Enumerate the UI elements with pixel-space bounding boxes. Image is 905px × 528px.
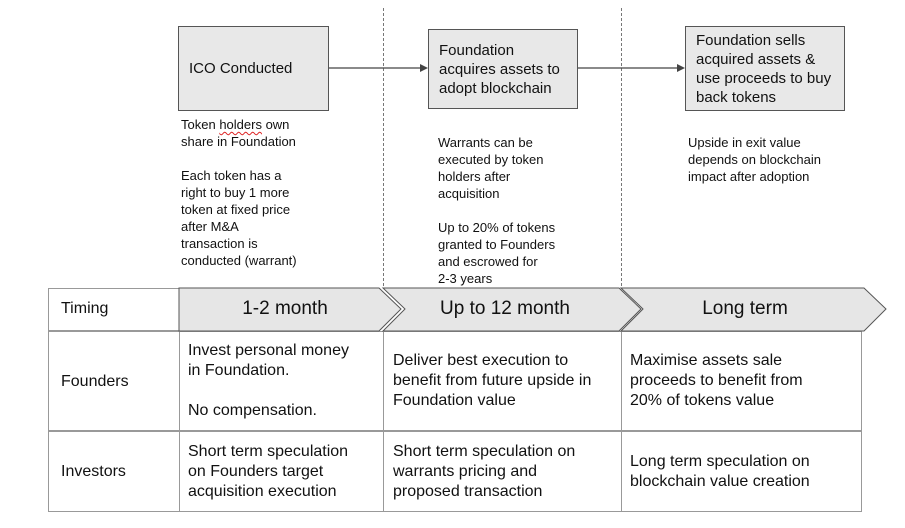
investors-text-2: Short term speculation on warrants prici… [393, 443, 576, 500]
founders-cell-2 [383, 331, 622, 431]
divider-1 [383, 8, 384, 286]
timing-chevron-1 [178, 287, 402, 332]
stage-label: Foundation sells acquired assets & use p… [696, 31, 832, 106]
founders-text-2: Deliver best execution to benefit from f… [393, 352, 592, 409]
divider-2 [621, 8, 622, 286]
stage-label: Foundation acquires assets to adopt bloc… [439, 41, 560, 97]
note-text-spellcheck: holders [219, 117, 262, 132]
stage-label: ICO Conducted [189, 60, 293, 77]
stage-box-sell: Foundation sells acquired assets & use p… [685, 26, 845, 111]
timing-chevron-2 [381, 287, 642, 332]
row-label-investors: Investors [61, 463, 126, 480]
investors-cell-3 [621, 431, 862, 512]
investors-text-3: Long term speculation on blockchain valu… [630, 453, 810, 490]
note-text: Token [181, 117, 220, 132]
investors-cell-2 [383, 431, 622, 512]
timing-label-3: Long term [702, 298, 788, 319]
flow-arrow-2 [578, 64, 685, 72]
timing-label-1: 1-2 month [242, 298, 328, 319]
founders-text-3: Maximise assets sale proceeds to benefit… [630, 352, 803, 409]
stage-box-ico: ICO Conducted [178, 26, 329, 111]
row-label-founders: Founders [61, 373, 129, 390]
stage-box-acquire: Foundation acquires assets to adopt bloc… [428, 29, 578, 109]
stage3-note: Upside in exit value depends on blockcha… [688, 117, 878, 185]
stage2-note: Warrants can be executed by token holder… [438, 117, 613, 287]
founders-label-cell [48, 331, 180, 431]
timing-label-2: Up to 12 month [440, 298, 570, 319]
note-text: own [261, 117, 290, 132]
row-label-timing: Timing [61, 300, 109, 317]
note-text: Warrants can be executed by token holder… [438, 135, 556, 286]
founders-text-1: Invest personal money in Foundation. No … [188, 342, 349, 419]
stage1-note: Token holders own share in Foundation Ea… [181, 116, 371, 269]
founders-cell-3 [621, 331, 862, 431]
note-text: share in Foundation Each token has a rig… [181, 134, 297, 268]
timing-chevron-3 [619, 287, 887, 332]
investors-cell-1 [179, 431, 384, 512]
note-text: Upside in exit value depends on blockcha… [688, 135, 821, 184]
investors-text-1: Short term speculation on Founders targe… [188, 443, 349, 500]
flow-arrow-1 [329, 64, 428, 72]
